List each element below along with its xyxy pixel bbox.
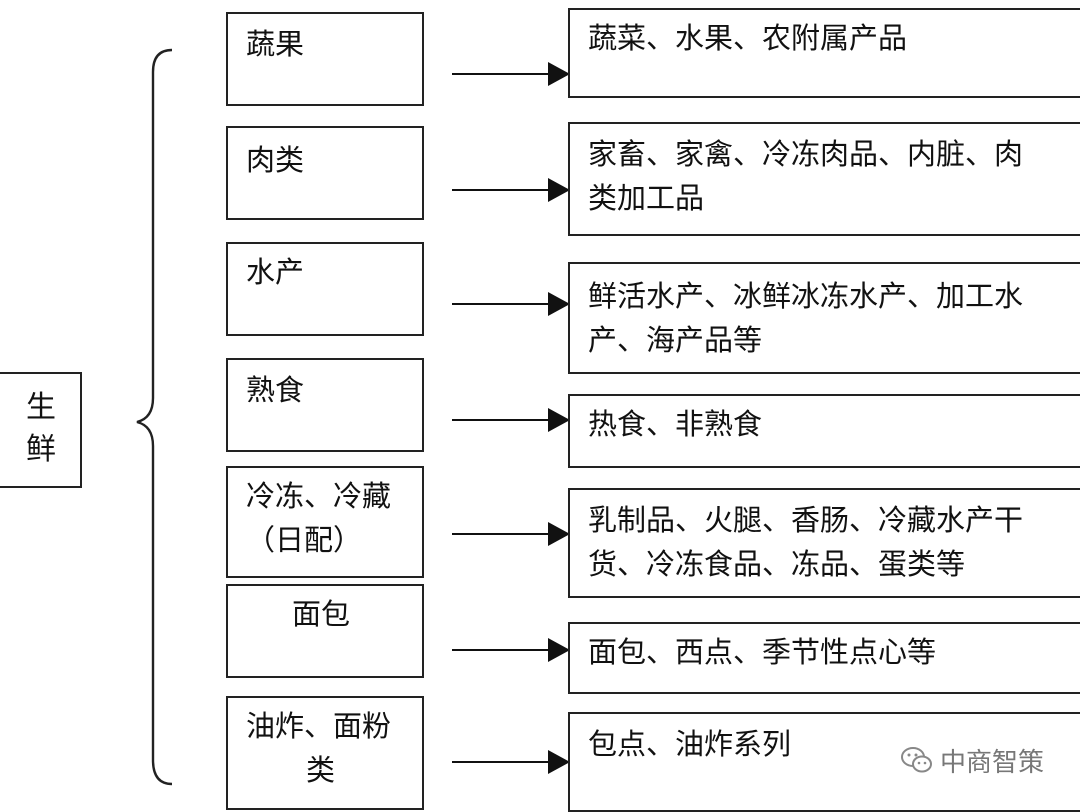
desc-text-chilled-frozen-line-1: 乳制品、火腿、香肠、冷藏水产干 (588, 503, 1024, 537)
desc-node-produce (568, 8, 1080, 98)
wechat-icon (901, 747, 932, 773)
root-node (0, 372, 82, 488)
category-node-produce (226, 12, 424, 106)
category-label-chilled-frozen-line-2: （日配） (246, 523, 363, 557)
desc-text-chilled-frozen-line-2: 货、冷冻食品、冻品、蛋类等 (588, 547, 966, 581)
root-label-line-2: 鲜 (26, 432, 56, 467)
arrow-chilled-frozen (452, 522, 570, 546)
desc-node-fried-flour (568, 712, 1080, 812)
category-label-fried-flour-line-1: 油炸、面粉 (246, 709, 392, 743)
category-label-deli: 熟食 (246, 373, 305, 407)
category-node-chilled-frozen (226, 466, 424, 578)
desc-text-seafood-line-1: 鲜活水产、冰鲜冰冻水产、加工水 (588, 279, 1024, 313)
arrow-meat (452, 178, 570, 202)
desc-text-produce: 蔬菜、水果、农附属产品 (588, 21, 908, 55)
category-label-meat: 肉类 (246, 143, 305, 177)
desc-text-deli: 热食、非熟食 (588, 407, 763, 441)
category-label-fried-flour-line-2: 类 (306, 753, 336, 787)
arrow-produce (452, 62, 570, 86)
desc-text-fried-flour: 包点、油炸系列 (588, 727, 792, 761)
category-label-produce: 蔬果 (246, 27, 305, 61)
category-label-bread: 面包 (292, 597, 351, 631)
category-node-meat (226, 126, 424, 220)
arrow-deli (452, 408, 570, 432)
desc-node-chilled-frozen (568, 488, 1080, 598)
category-node-seafood (226, 242, 424, 336)
desc-node-bread (568, 622, 1080, 694)
category-label-chilled-frozen-line-1: 冷冻、冷藏 (246, 479, 392, 513)
watermark: 中商智策 (900, 740, 1044, 780)
desc-text-meat-line-1: 家畜、家禽、冷冻肉品、内脏、肉 (588, 137, 1024, 171)
desc-text-bread: 面包、西点、季节性点心等 (588, 635, 937, 669)
arrow-bread (452, 638, 570, 662)
desc-text-seafood-line-2: 产、海产品等 (588, 323, 763, 357)
category-node-bread (226, 584, 424, 678)
desc-text-meat-line-2: 类加工品 (588, 181, 705, 215)
desc-node-seafood (568, 262, 1080, 374)
root-label-line-1: 生 (26, 390, 56, 425)
desc-node-deli (568, 394, 1080, 468)
desc-node-meat (568, 122, 1080, 236)
category-node-deli (226, 358, 424, 452)
category-label-seafood: 水产 (246, 255, 305, 289)
watermark-text: 中商智策 (940, 747, 1045, 778)
arrow-seafood (452, 292, 570, 316)
arrow-fried-flour (452, 750, 570, 774)
